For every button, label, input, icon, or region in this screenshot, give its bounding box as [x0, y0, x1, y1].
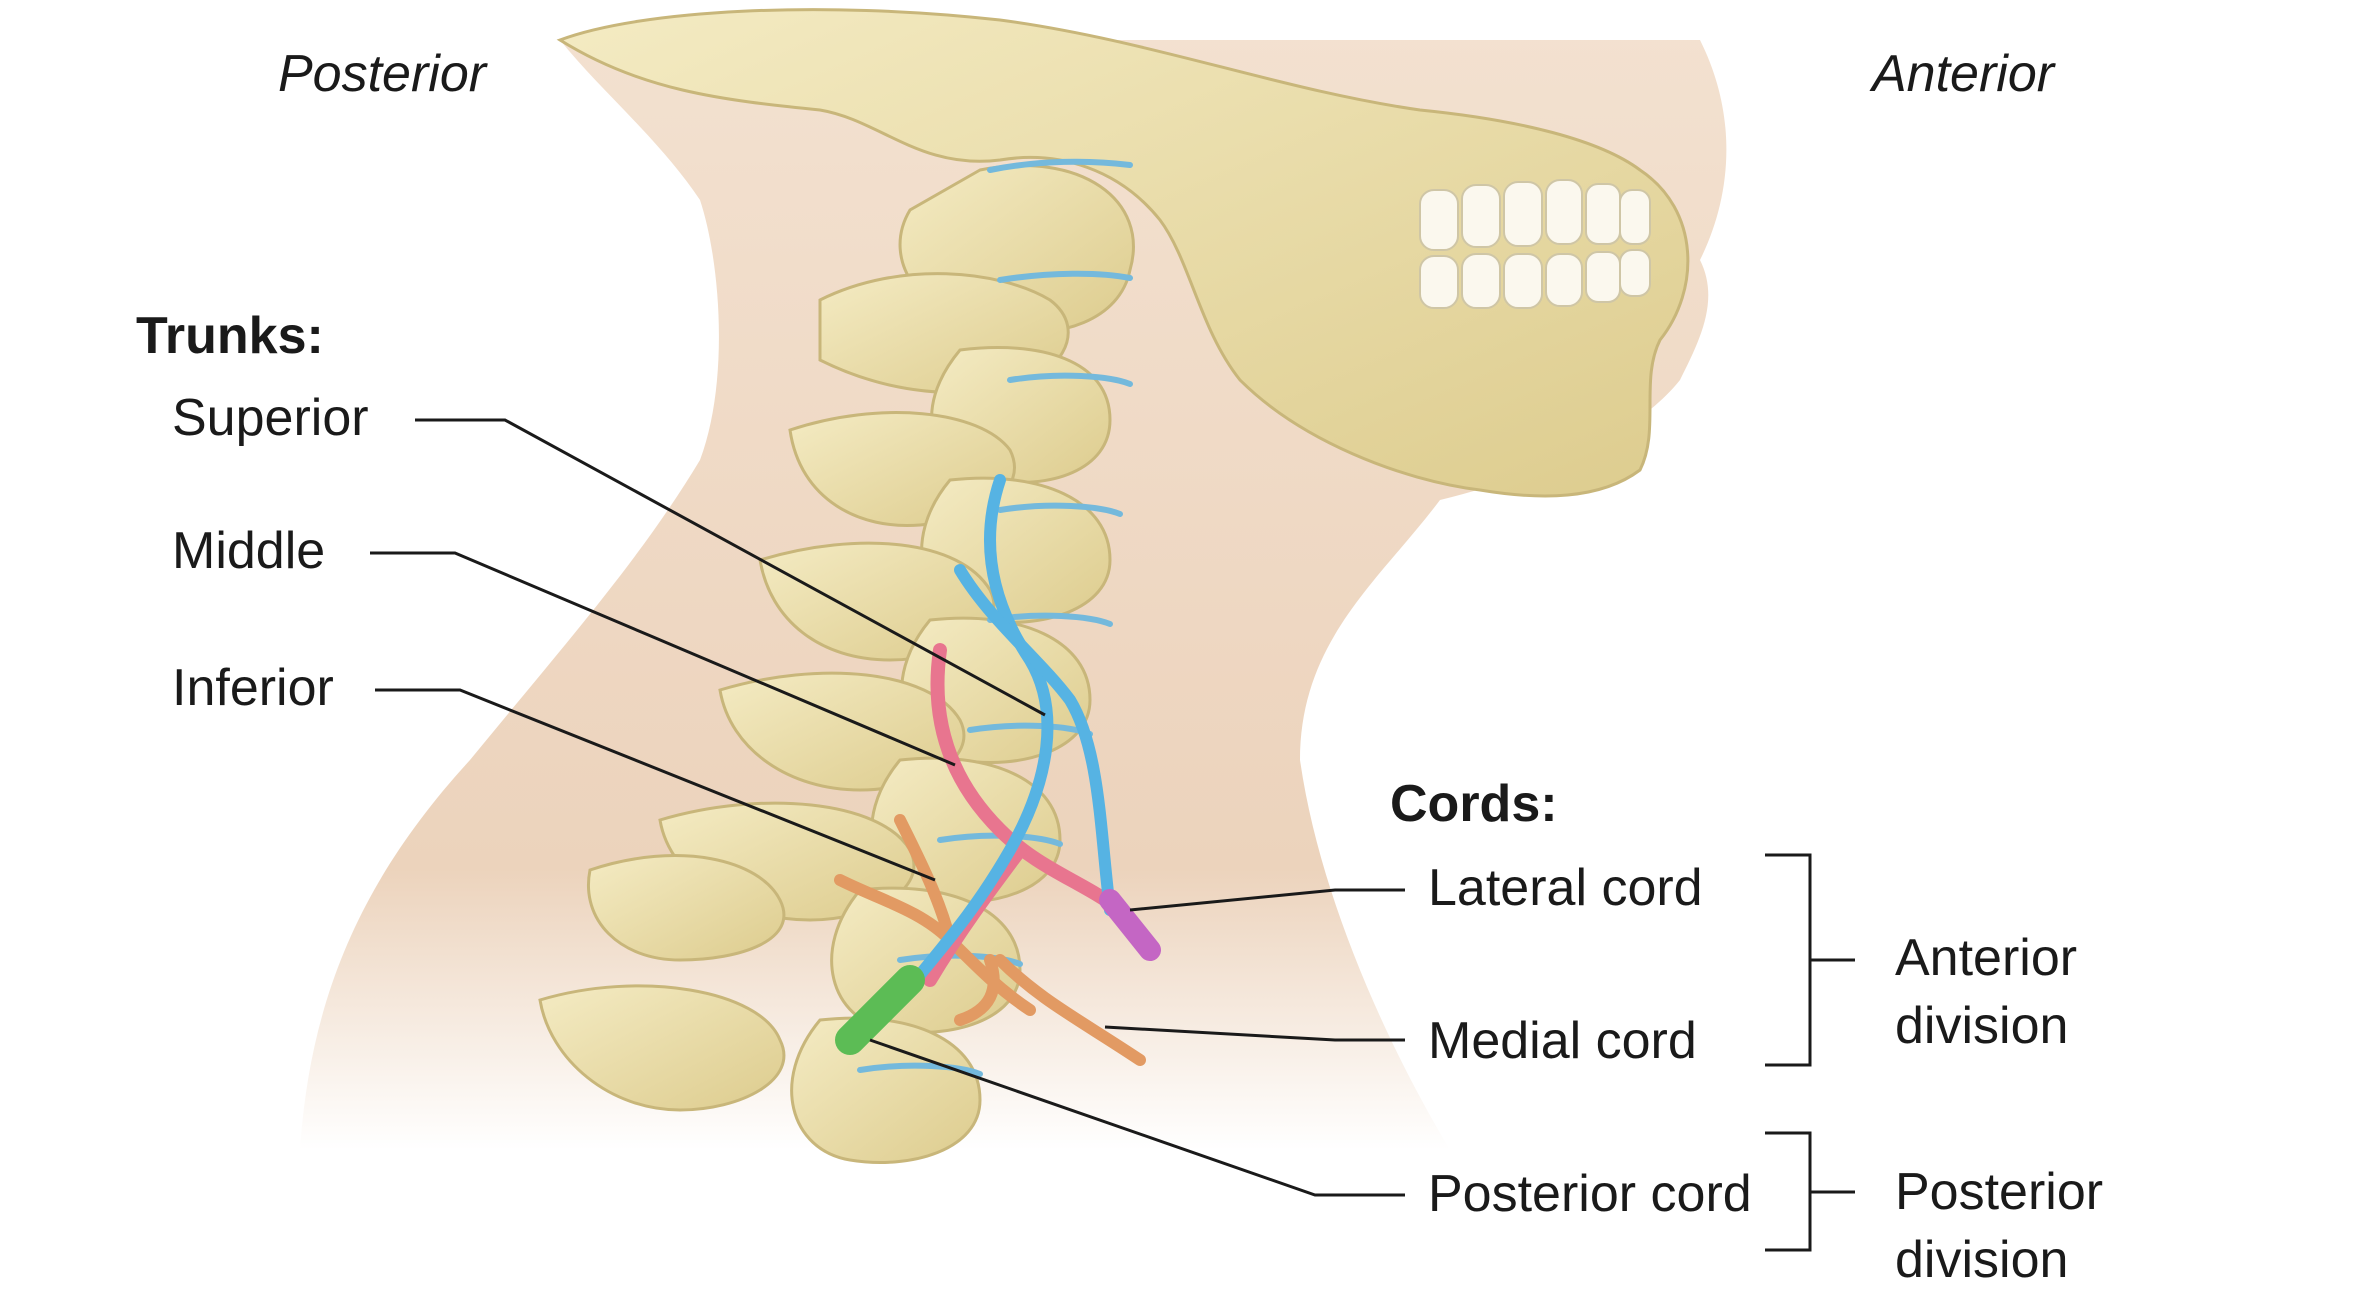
leader-lines: [370, 418, 1405, 1197]
bracket-posterior: [1765, 1131, 1855, 1252]
posterior-cord-stub: [835, 965, 925, 1055]
medial-cord-label: Medial cord: [1428, 1012, 1697, 1070]
trunks-heading: Trunks:: [136, 307, 324, 365]
lateral-cord-stub: [1099, 889, 1161, 961]
leader-middle: [370, 551, 956, 767]
middle-trunk-label: Middle: [172, 522, 326, 580]
division-brackets: [1765, 853, 1855, 1252]
anterior-orientation-label: Anterior: [1872, 45, 2055, 103]
inferior-trunk-label: Inferior: [172, 659, 334, 717]
leader-superior: [415, 418, 1046, 717]
leader-lateral: [1129, 888, 1405, 912]
teeth: [1419, 179, 1651, 309]
bracket-anterior: [1765, 853, 1855, 1067]
posterior-orientation-label: Posterior: [278, 45, 487, 103]
skull: [556, 8, 1690, 498]
posterior-cord-label: Posterior cord: [1428, 1165, 1752, 1223]
leader-medial: [1104, 1025, 1405, 1042]
nerve-superior-trunk: [894, 474, 1116, 1006]
leader-inferior: [375, 688, 936, 882]
superior-trunk-label: Superior: [172, 389, 369, 447]
cords-heading: Cords:: [1390, 775, 1558, 833]
lateral-cord-label: Lateral cord: [1428, 859, 1703, 917]
leader-posterior: [869, 1038, 1405, 1197]
anterior-division-label: Anterior division: [1895, 929, 2078, 1055]
posterior-division-label: Posterior division: [1895, 1163, 2104, 1289]
